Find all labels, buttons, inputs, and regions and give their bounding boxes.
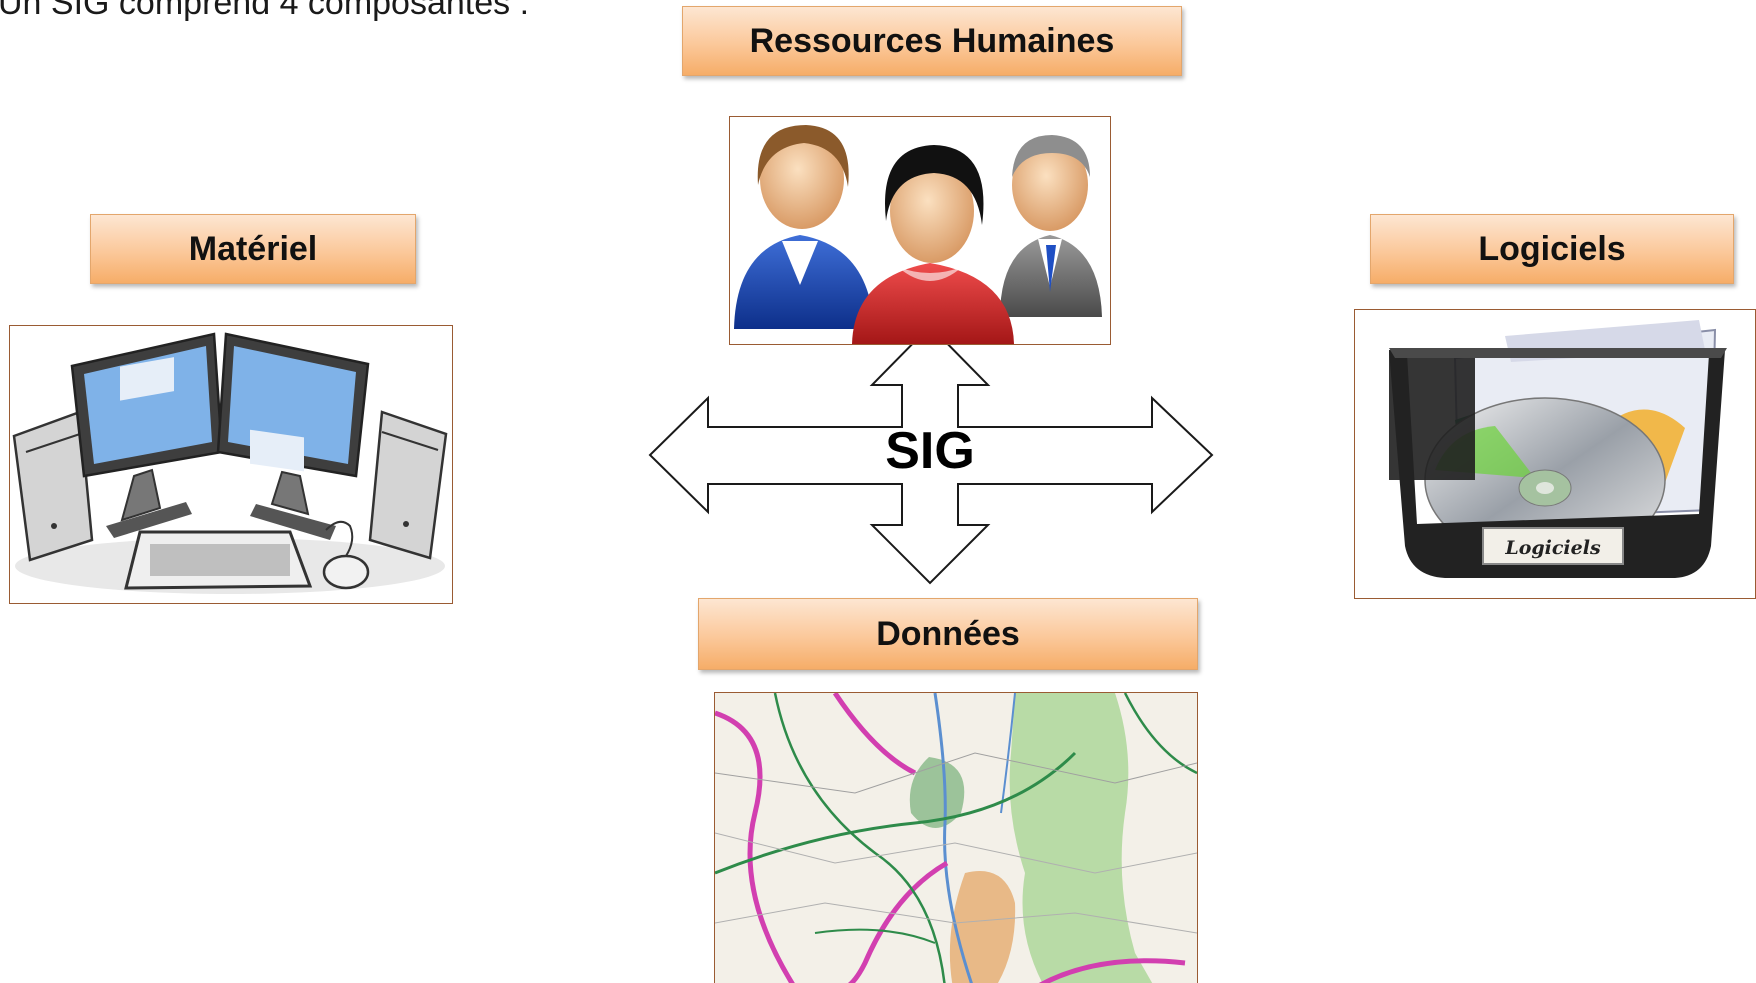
intro-text: Un SIG comprend 4 composantes : xyxy=(0,0,530,22)
computers-illustration xyxy=(9,325,453,604)
map-illustration xyxy=(714,692,1198,983)
label-materiel: Matériel xyxy=(90,214,416,284)
label-donnees: Données xyxy=(698,598,1198,670)
label-ressources-humaines: Ressources Humaines xyxy=(682,6,1182,76)
label-logiciels: Logiciels xyxy=(1370,214,1734,284)
people-illustration xyxy=(729,116,1111,345)
sig-center-label: SIG xyxy=(885,422,975,480)
software-box-label: Logiciels xyxy=(1504,537,1601,559)
software-box-illustration: Logiciels xyxy=(1354,309,1756,599)
